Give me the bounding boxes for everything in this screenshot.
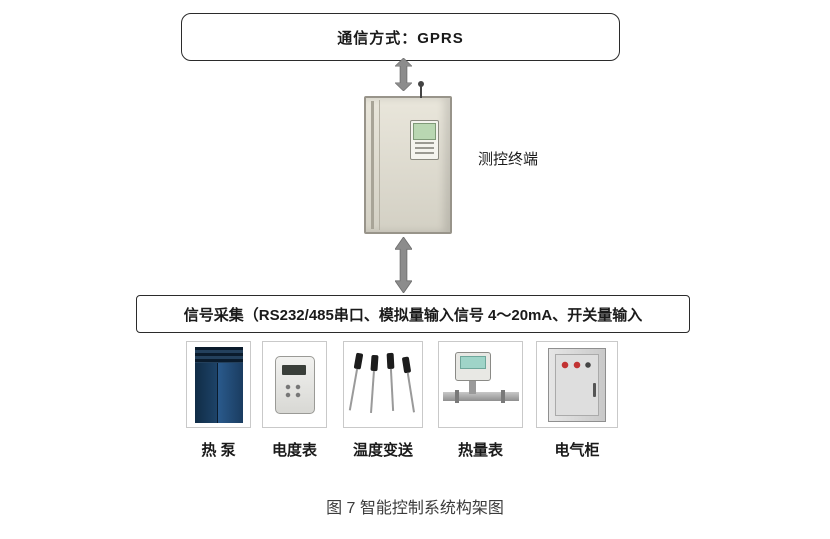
- electrical-cabinet-image: [536, 341, 618, 428]
- gprs-communication-label: 通信方式：GPRS: [337, 29, 464, 47]
- meter-screen: [281, 364, 306, 375]
- signal-acquisition-box: 信号采集（RS232/485串口、模拟量输入信号 4～20mA、开关量输入: [136, 295, 690, 333]
- double-arrow-icon: [395, 58, 412, 91]
- meter-buttons: [283, 382, 304, 399]
- heat-pump-slats: [194, 346, 243, 363]
- cabinet-hinge: [371, 101, 374, 229]
- heat-pump-left-panel: [194, 362, 217, 423]
- cabinet-handle: [593, 382, 596, 397]
- heat-pump-illustration: [194, 346, 243, 423]
- device-label-heat-pump: 热 泵: [201, 442, 236, 459]
- antenna-icon: [418, 81, 424, 98]
- electrical-cabinet-illustration: [548, 347, 606, 422]
- terminal-cabinet: [364, 81, 452, 234]
- device-label-electrical-cabinet: 电气柜: [554, 442, 600, 459]
- electricity-meter-image: [262, 341, 327, 428]
- control-terminal-image: [356, 81, 460, 234]
- heat-pump-right-panel: [216, 362, 243, 423]
- indicator-lights: [561, 360, 593, 369]
- pipe-flange: [500, 389, 505, 403]
- electricity-meter-illustration: [274, 355, 315, 414]
- signal-acquisition-label: 信号采集（RS232/485串口、模拟量输入信号 4～20mA、开关量输入: [183, 306, 643, 324]
- cabinet-screen: [413, 123, 436, 140]
- heat-meter-image: [438, 341, 523, 428]
- figure-caption: 图 7 智能控制系统构架图: [326, 500, 504, 517]
- meter-stem: [468, 377, 476, 394]
- heat-meter-illustration: [442, 348, 519, 422]
- pipe-flange: [454, 389, 459, 403]
- device-label-electricity-meter: 电度表: [271, 442, 317, 459]
- pipe: [442, 391, 519, 401]
- temperature-transmitter-image: [343, 341, 423, 428]
- meter-head: [454, 351, 491, 381]
- cabinet-door-seam: [379, 100, 380, 230]
- heat-pump-image: [186, 341, 251, 428]
- device-label-temperature-transmitter: 温度变送: [352, 442, 413, 459]
- meter-display: [459, 355, 486, 369]
- gprs-communication-box: 通信方式：GPRS: [181, 13, 620, 61]
- double-arrow-icon: [395, 237, 412, 293]
- temperature-probes-illustration: [348, 352, 415, 413]
- terminal-label: 测控终端: [478, 151, 539, 168]
- cabinet-keypad: [415, 142, 434, 154]
- device-label-heat-meter: 热量表: [457, 442, 503, 459]
- cabinet-display-panel: [410, 120, 439, 160]
